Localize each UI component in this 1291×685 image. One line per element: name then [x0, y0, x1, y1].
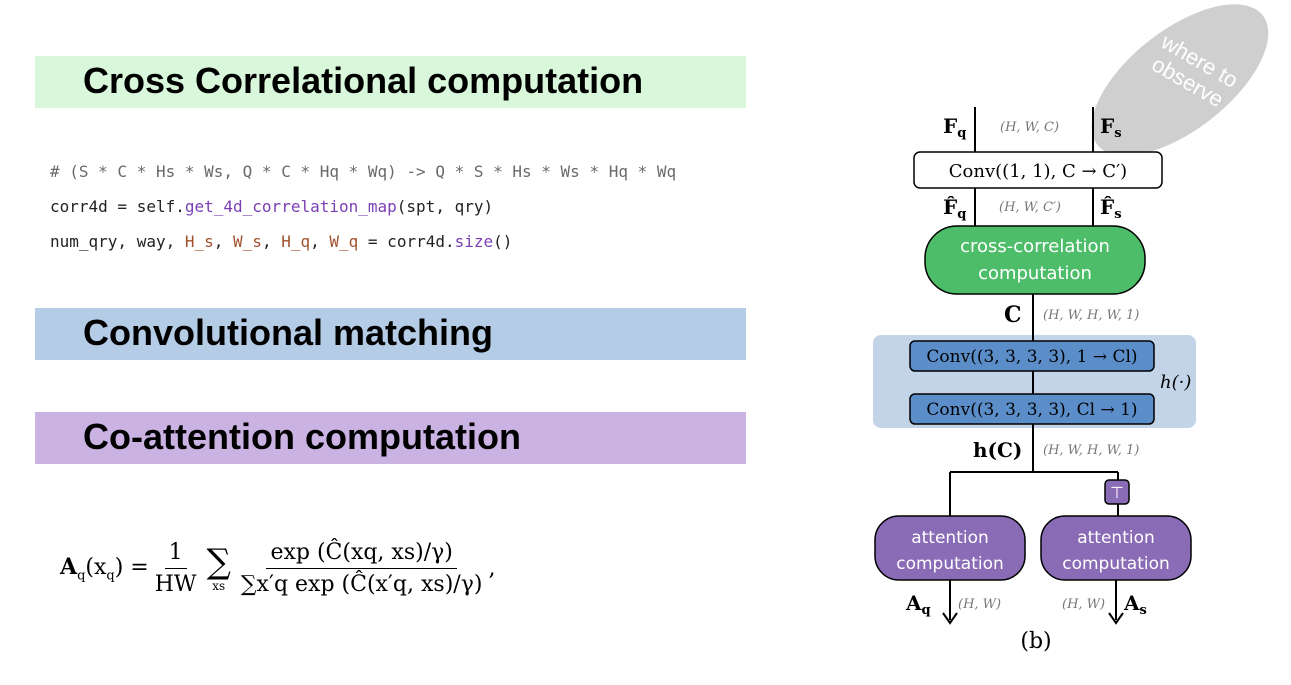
- attention-node-s-line2: computation: [1062, 554, 1170, 574]
- code-function-name: get_4d_correlation_map: [184, 197, 397, 216]
- hc-label: h(C): [973, 438, 1022, 462]
- cross-correlation-node-line1: cross-correlation: [960, 236, 1110, 257]
- attention-node-q-line2: computation: [896, 554, 1004, 574]
- attention-formula: Aq(xq) = 1 HW ∑ xs exp (Ĉ(xq, xs)/γ) ∑x′…: [60, 540, 495, 597]
- code-variable: W_s: [233, 232, 262, 251]
- co-attention-band: Co-attention computation: [35, 412, 746, 464]
- code-function-name: size: [454, 232, 494, 251]
- attention-node-s-line1: attention: [1077, 528, 1155, 548]
- dim-top-label: (H, W, C): [1000, 120, 1059, 135]
- attention-q-label: Aq: [905, 591, 931, 618]
- code-line-size: num_qry, way, H_s, W_s, H_q, W_q = corr4…: [50, 232, 512, 251]
- code-text: ,: [213, 232, 234, 251]
- cross-correlation-node-line2: computation: [978, 263, 1092, 284]
- conv1x1-box: [913, 151, 1163, 189]
- code-text: ,: [310, 232, 330, 251]
- dim-mid-label: (H, W, C′): [999, 200, 1061, 215]
- formula-lhs: Aq(xq) =: [60, 553, 149, 584]
- transpose-icon: ⊤: [1110, 483, 1124, 502]
- cross-correlation-title: Cross Correlational computation: [83, 60, 644, 101]
- code-comment: # (S * C * Hs * Ws, Q * C * Hq * Wq) -> …: [50, 162, 677, 181]
- cross-correlation-node: [924, 225, 1146, 295]
- dim-hc-label: (H, W, H, W, 1): [1043, 443, 1139, 458]
- cross-correlation-band: Cross Correlational computation: [35, 56, 746, 108]
- code-text: (spt, qry): [396, 197, 494, 216]
- code-variable: W_q: [329, 232, 359, 251]
- feature-s-label: Fs: [1100, 114, 1122, 141]
- output-arrow-s: [1108, 612, 1124, 625]
- feature-q-hat-label: F̂q: [943, 195, 966, 222]
- correlation-c-label: C: [1004, 302, 1022, 328]
- code-text: num_qry, way,: [50, 232, 185, 251]
- code-text: (): [493, 232, 513, 251]
- co-attention-title: Co-attention computation: [83, 416, 521, 457]
- code-text: corr4d = self.: [50, 197, 185, 216]
- code-variable: H_q: [281, 232, 311, 251]
- convolutional-matching-band: Convolutional matching: [35, 308, 746, 360]
- dim-aq-label: (H, W): [958, 597, 1001, 612]
- feature-q-label: Fq: [943, 114, 966, 141]
- conv1x1-label: Conv((1, 1), C → C′): [949, 161, 1127, 182]
- formula-tail: ,: [488, 556, 496, 581]
- code-line-corr4d: corr4d = self.get_4d_correlation_map(spt…: [50, 197, 493, 216]
- dim-c-label: (H, W, H, W, 1): [1043, 308, 1139, 323]
- output-arrow-q: [942, 612, 958, 625]
- code-variable: H_s: [184, 232, 214, 251]
- convolutional-matching-title: Convolutional matching: [83, 312, 493, 353]
- attention-s-label: As: [1123, 591, 1147, 618]
- formula-fraction-1: 1 HW: [154, 540, 197, 597]
- attention-node-q-line1: attention: [911, 528, 989, 548]
- conv4d-label-2: Conv((3, 3, 3, 3), Cl → 1): [926, 400, 1137, 420]
- formula-sum: ∑ xs: [206, 541, 231, 593]
- feature-s-hat-label: F̂s: [1100, 195, 1122, 222]
- h-function-label: h(·): [1160, 372, 1191, 393]
- conv4d-label-1: Conv((3, 3, 3, 3), 1 → Cl): [926, 347, 1137, 367]
- figure-caption: (b): [1020, 629, 1051, 654]
- code-text: = corr4d.: [358, 232, 455, 251]
- code-line-comment: # (S * C * Hs * Ws, Q * C * Hq * Wq) -> …: [50, 162, 676, 181]
- formula-fraction-2: exp (Ĉ(xq, xs)/γ) ∑x′q exp (Ĉ(x′q, xs)/γ…: [240, 540, 483, 597]
- code-text: ,: [261, 232, 282, 251]
- dim-as-label: (H, W): [1062, 597, 1105, 612]
